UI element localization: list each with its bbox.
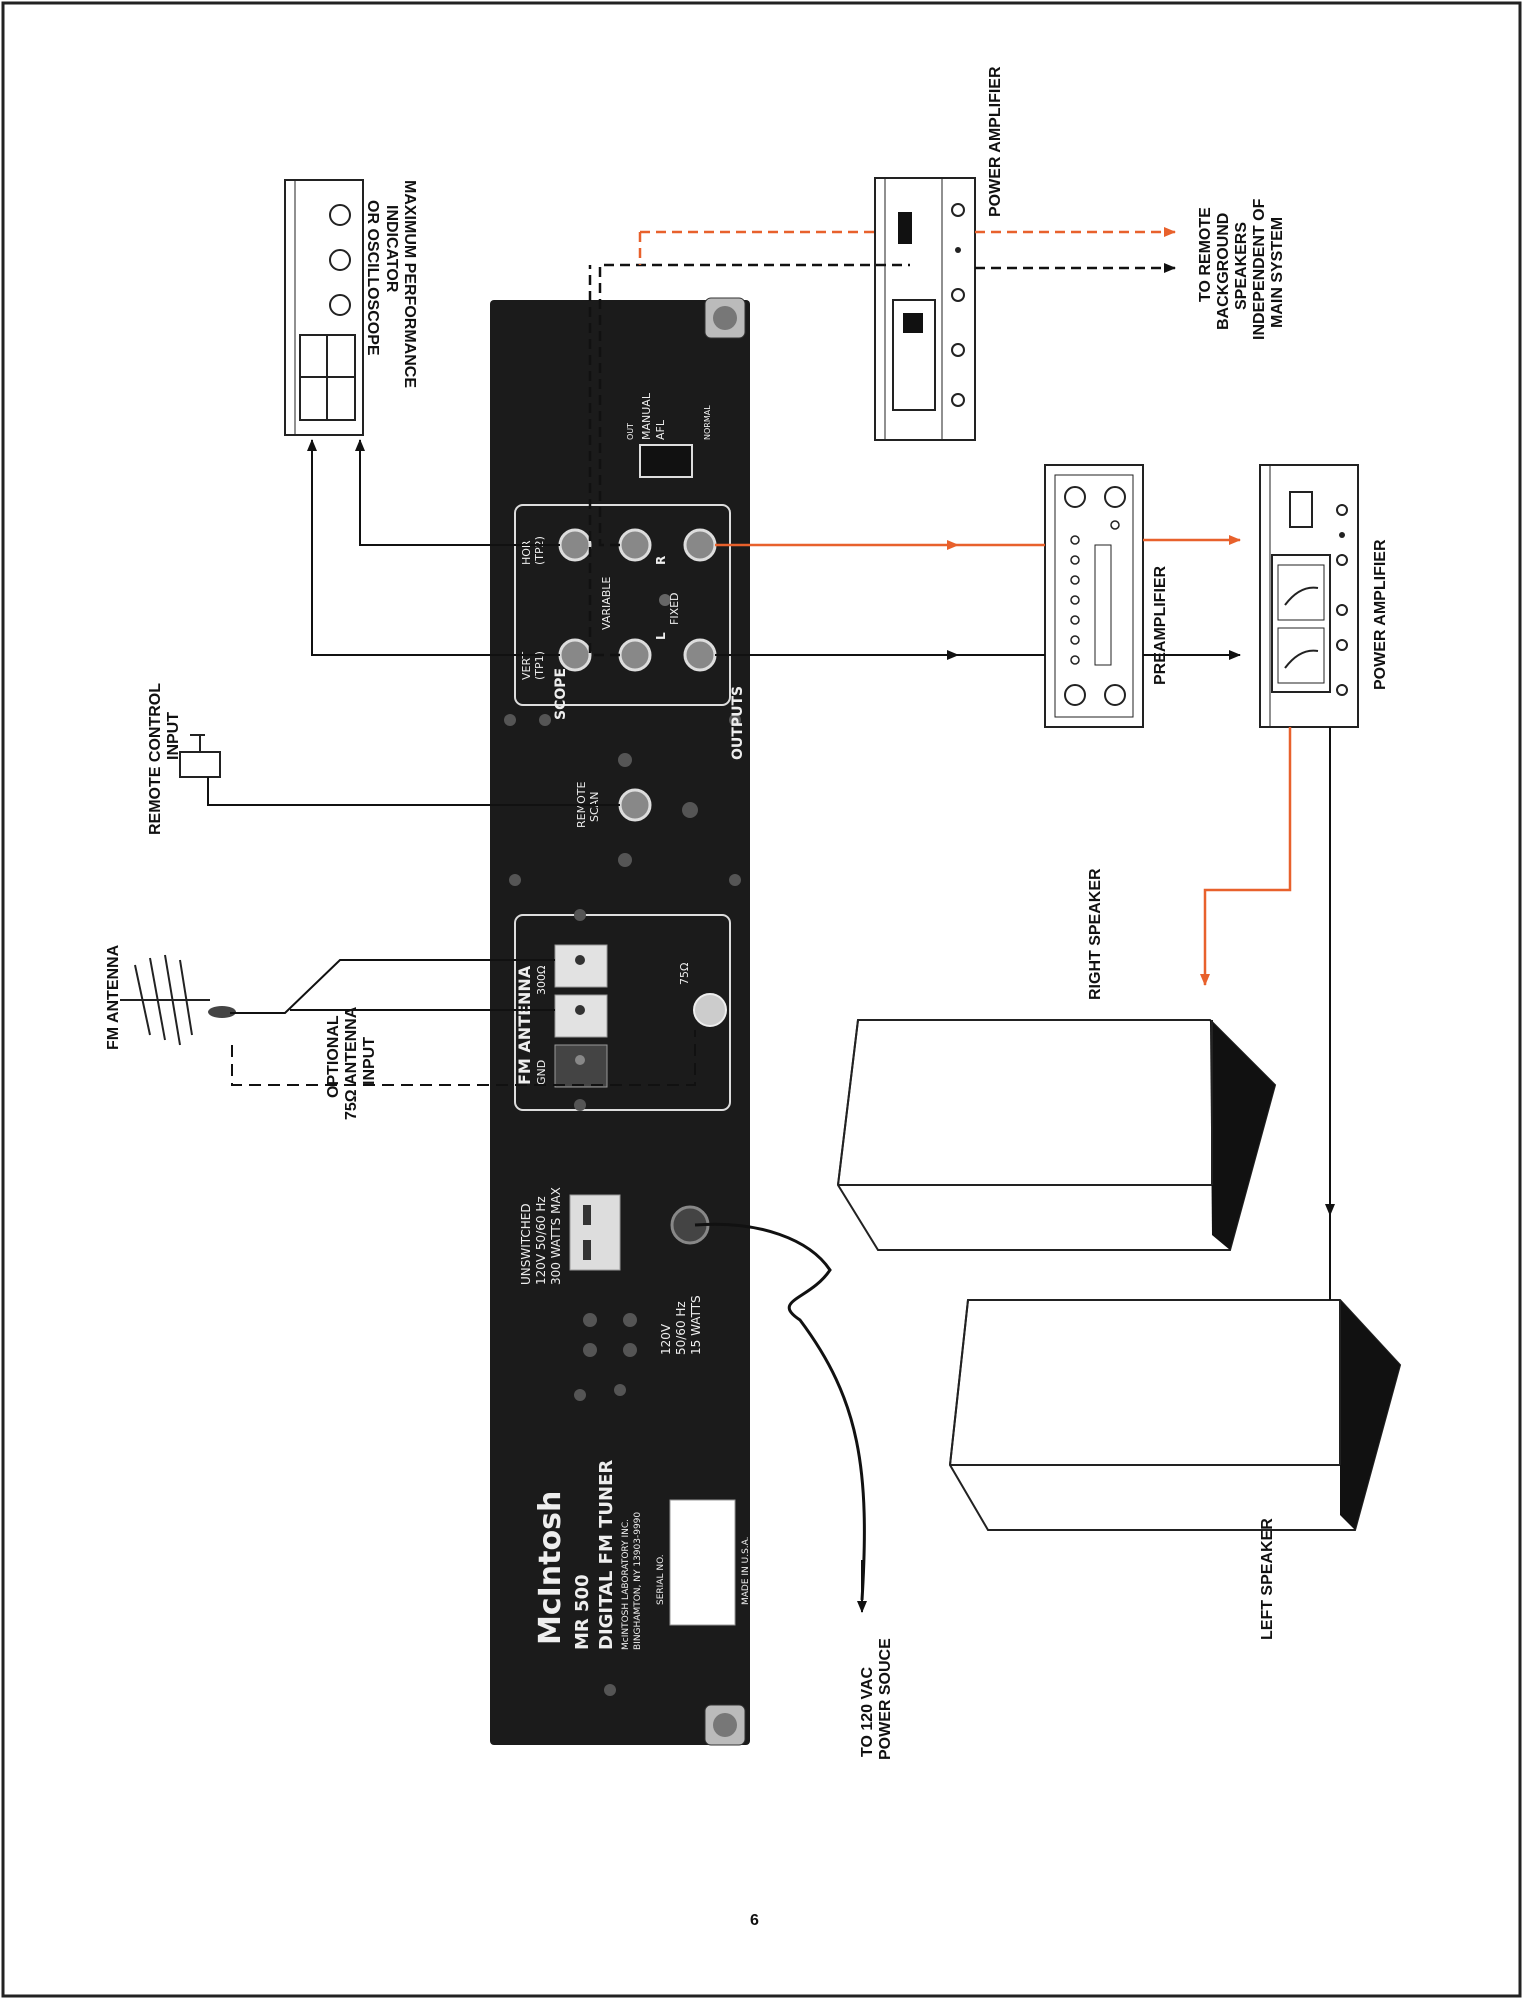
ac-outlet [570, 1195, 620, 1270]
max-perf-label-2: INDICATOR [383, 205, 400, 293]
page-number: 6 [750, 1912, 759, 1929]
remote-scan-label-2: SCAN [588, 792, 601, 822]
power-amp-main-label: POWER AMPLIFIER [1372, 539, 1389, 690]
max-perf-label-1: MAXIMUM PERFORMANCE [401, 180, 418, 388]
power-rating-3: 15 WATTS [689, 1295, 703, 1355]
afl-manual-label: MANUAL [640, 392, 653, 440]
optional-antenna-label-2: 75Ω ANTENNA [343, 1006, 360, 1120]
right-channel-label: R [654, 556, 668, 565]
outputs-label: OUTPUTS [730, 686, 746, 760]
antenna-gnd-terminal [555, 1045, 607, 1087]
left-channel-label: L [654, 632, 668, 640]
remote-bg-label-2: BACKGROUND [1215, 213, 1232, 330]
power-amp-top-label: POWER AMPLIFIER [987, 66, 1004, 217]
hor-jack [560, 530, 590, 560]
remote-bg-label-4: INDEPENDENT OF [1251, 198, 1268, 340]
remote-bg-label-3: SPEAKERS [1233, 222, 1250, 310]
page-border [3, 3, 1520, 1996]
optional-antenna-label-3: INPUT [361, 1037, 378, 1085]
power-source-label-1: TO 120 VAC [859, 1666, 876, 1757]
remote-bg-label-1: TO REMOTE [1197, 207, 1214, 302]
left-speaker-label: LEFT SPEAKER [1259, 1518, 1276, 1640]
fm-antenna-panel-label: FM ANTENNA [515, 965, 534, 1085]
optional-antenna-label-1: OPTIONAL [325, 1015, 342, 1098]
ohm75-label: 75Ω [678, 963, 691, 985]
remote-control-plug [180, 735, 220, 777]
remote-bg-label-5: MAIN SYSTEM [1269, 217, 1286, 328]
ac-outlet-line-1: UNSWITCHED [519, 1203, 533, 1285]
antenna-300-terminal-b [555, 995, 607, 1037]
fixed-l-jack [685, 640, 715, 670]
fm-antenna-icon [120, 955, 236, 1045]
maker-line-2: BINGHAMTON, NY 13903-9990 [633, 1512, 643, 1650]
remote-control-label-1: REMOTE CONTROL [147, 683, 164, 835]
max-perf-label-3: OR OSCILLOSCOPE [364, 200, 381, 356]
power-amplifier-top [875, 178, 975, 440]
afl-out-label: OUT [626, 423, 635, 440]
maker-line-1: McINTOSH LABORATORY INC. [621, 1519, 631, 1650]
power-rating-2: 50/60 Hz [674, 1301, 688, 1355]
max-performance-indicator [285, 180, 363, 435]
ac-outlet-line-3: 300 WATTS MAX [549, 1187, 563, 1285]
preamplifier [1045, 465, 1143, 727]
preamp-label: PREAMPLIFIER [1152, 565, 1169, 685]
model-name: MR 500 [572, 1574, 593, 1650]
vert-jack [560, 640, 590, 670]
ac-outlet-line-2: 120V 50/60 Hz [534, 1196, 548, 1285]
power-amplifier-main [1260, 465, 1358, 727]
remote-scan-jack [620, 790, 650, 820]
fixed-label: FIXED [668, 592, 681, 625]
variable-label: VARIABLE [600, 577, 613, 630]
power-rating-1: 120V [659, 1323, 673, 1355]
right-speaker-label: RIGHT SPEAKER [1087, 868, 1104, 1000]
afl-label: AFL [654, 419, 667, 440]
serial-plate [670, 1500, 735, 1625]
afl-switch [640, 445, 692, 477]
left-speaker [950, 1300, 1400, 1530]
right-speaker [838, 1020, 1275, 1250]
remote-control-label-2: INPUT [165, 712, 182, 760]
gnd-label: GND [535, 1060, 548, 1085]
fixed-r-jack [685, 530, 715, 560]
serial-label: SERIAL NO. [656, 1554, 666, 1605]
brand-logo: McIntosh [533, 1491, 568, 1645]
variable-r-jack [620, 530, 650, 560]
power-source-label-2: POWER SOUCE [877, 1638, 894, 1760]
made-in-label: MADE IN U.S.A. [741, 1536, 751, 1605]
variable-l-jack [620, 640, 650, 670]
fm-antenna-label: FM ANTENNA [105, 944, 122, 1050]
ohm300-label: 300Ω [535, 966, 548, 995]
scope-label: SCOPE [553, 668, 569, 720]
hor-label-2: (TP2) [533, 536, 546, 565]
antenna-75-connector [694, 994, 726, 1026]
product-name: DIGITAL FM TUNER [596, 1460, 617, 1650]
antenna-300-terminal-a [555, 945, 607, 987]
afl-normal-label: NORMAL [703, 405, 712, 440]
hor-label-1: HOR [520, 540, 533, 565]
